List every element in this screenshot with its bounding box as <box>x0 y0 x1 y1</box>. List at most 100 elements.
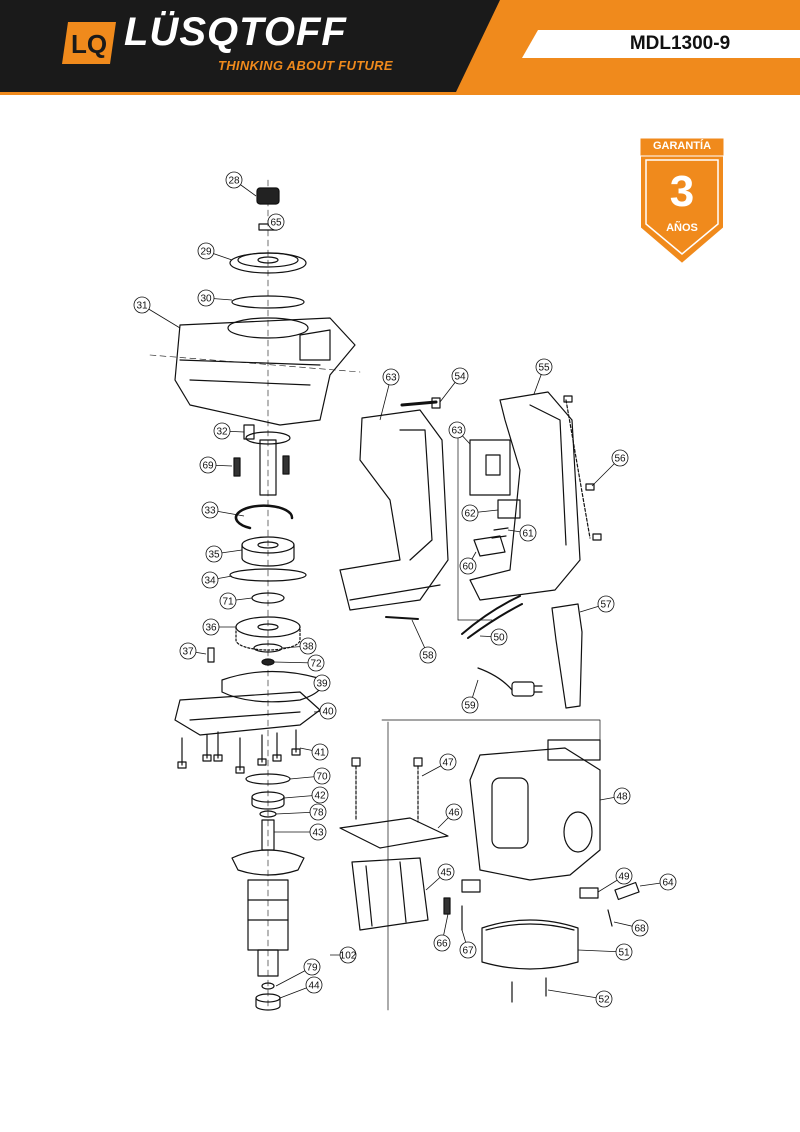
warranty-badge <box>639 137 725 266</box>
part-61-screws <box>491 527 509 539</box>
callout-label-part-44: 44 <box>308 981 320 992</box>
callout-label-part-71: 71 <box>222 597 234 608</box>
part-50-cable <box>461 595 523 639</box>
callout-circle <box>313 767 331 785</box>
callout-circle <box>179 642 197 660</box>
callout-circle <box>445 803 463 821</box>
part-66-brush <box>443 897 451 915</box>
callout-circle <box>305 976 323 994</box>
part-28-nut <box>256 187 280 205</box>
callout-label-part-58: 58 <box>422 651 434 662</box>
part-33-circlip <box>234 504 294 530</box>
callout-label-part-67: 67 <box>462 946 474 957</box>
callout-circle <box>133 296 151 314</box>
callout-label-part-30: 30 <box>200 294 212 305</box>
part-37-pin <box>207 647 215 663</box>
callout-circle <box>439 753 457 771</box>
callout-circle <box>197 242 215 260</box>
callout-label-part-63: 63 <box>451 426 463 437</box>
callout-label-part-79: 79 <box>306 963 318 974</box>
callout-circle <box>459 557 477 575</box>
callout-label-part-33: 33 <box>204 506 216 517</box>
callout-circle <box>597 595 615 613</box>
callout-label-part-32: 32 <box>216 427 228 438</box>
part-69-pin <box>282 455 290 475</box>
callout-circle <box>313 674 331 692</box>
callout-circle <box>201 571 219 589</box>
callout-label-part-55: 55 <box>538 363 550 374</box>
callout-circle <box>309 803 327 821</box>
part-bracket <box>461 879 481 893</box>
part-29-flange <box>229 252 307 274</box>
part-35-bearing <box>241 536 295 567</box>
callout-circle <box>382 368 400 386</box>
warranty-years-number: 3 <box>669 167 695 216</box>
callout-circle <box>459 941 477 959</box>
callout-circle <box>225 171 243 189</box>
callout-label-part-50: 50 <box>493 633 505 644</box>
callout-label-part-41: 41 <box>314 748 326 759</box>
callout-circle <box>201 501 219 519</box>
part-42-bearing <box>251 791 285 810</box>
callout-label-part-46: 46 <box>448 808 460 819</box>
part-51-end-cover <box>481 919 579 970</box>
callout-label-part-48: 48 <box>616 792 628 803</box>
callout-label-part-37: 37 <box>182 647 194 658</box>
callout-label-part-54: 54 <box>454 372 466 383</box>
callout-label-part-64: 64 <box>662 878 674 889</box>
callout-label-part-69: 69 <box>202 461 214 472</box>
part-47-bolts <box>351 757 423 823</box>
brand-tagline: THINKING ABOUT FUTURE <box>218 58 393 73</box>
callout-label-part-66: 66 <box>436 939 448 950</box>
callout-circle <box>595 990 613 1008</box>
model-number: MDL1300-9 <box>629 33 731 54</box>
part-69-pin <box>233 457 241 477</box>
callout-circle <box>535 358 553 376</box>
callout-circle <box>613 787 631 805</box>
part-79-washer <box>261 982 275 990</box>
part-31-gear-housing <box>174 317 356 426</box>
part-40-intermediate-plate <box>174 691 321 736</box>
callout-circle <box>197 289 215 307</box>
callout-label-part-38: 38 <box>302 642 314 653</box>
callout-circle <box>659 873 677 891</box>
callout-circle <box>219 592 237 610</box>
callout-circle <box>205 545 223 563</box>
brand-name: LÜSQTOFF <box>124 10 347 54</box>
callout-label-part-34: 34 <box>204 576 216 587</box>
logo-mark: LQ <box>71 29 107 59</box>
part-41-screws <box>177 729 301 774</box>
callout-circle <box>433 934 451 952</box>
callout-label-part-36: 36 <box>205 623 217 634</box>
callout-circle <box>303 958 321 976</box>
callout-circle <box>419 646 437 664</box>
callout-circle <box>202 618 220 636</box>
callout-label-part-51: 51 <box>618 948 630 959</box>
callout-leader-line <box>547 989 605 1000</box>
part-56-screws <box>563 395 602 541</box>
part-55-handle-right <box>469 391 581 601</box>
part-59-power-cord <box>477 667 543 697</box>
callout-circle <box>311 786 329 804</box>
header-bar: LQ LÜSQTOFF THINKING ABOUT FUTURE MDL130… <box>0 0 800 95</box>
part-54-bolt <box>400 397 441 409</box>
callout-label-part-35: 35 <box>208 550 220 561</box>
callout-circle <box>267 213 285 231</box>
callout-label-part-61: 61 <box>522 529 534 540</box>
part-72-small-ring <box>261 658 275 666</box>
callout-circle <box>299 637 317 655</box>
callout-label-part-65: 65 <box>270 218 282 229</box>
callout-label-part-29: 29 <box>200 247 212 258</box>
callout-label-part-62: 62 <box>464 509 476 520</box>
callout-label-part-63: 63 <box>385 373 397 384</box>
callout-circle <box>339 946 357 964</box>
header-accent-stripe <box>456 0 800 92</box>
callout-label-part-102: 102 <box>340 951 357 962</box>
callout-label-part-28: 28 <box>228 176 240 187</box>
callout-label-part-78: 78 <box>312 808 324 819</box>
callout-circle <box>309 823 327 841</box>
callout-label-part-56: 56 <box>614 454 626 465</box>
callout-label-part-60: 60 <box>462 562 474 573</box>
brand-logo-icon: LQ <box>62 22 116 64</box>
